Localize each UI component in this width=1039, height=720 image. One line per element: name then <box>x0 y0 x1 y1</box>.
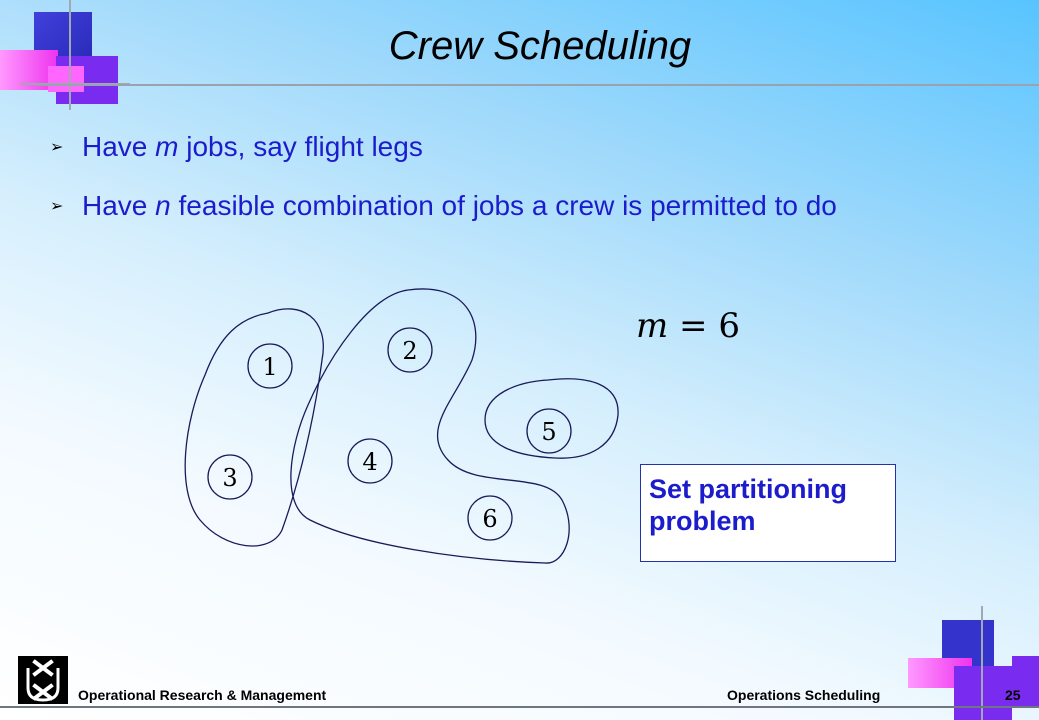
arrowhead-bullet-icon: ➢ <box>50 198 64 215</box>
group-outline-2-4-6 <box>290 288 570 564</box>
job-label-6: 6 <box>482 505 497 533</box>
footer-course: Operations Scheduling <box>727 687 881 703</box>
job-node-5 <box>526 408 572 454</box>
callout-line-2: problem <box>649 506 756 536</box>
bullet-text-part: feasible combination of jobs a crew is p… <box>170 190 837 221</box>
arrowhead-bullet-icon: ➢ <box>50 139 64 156</box>
bullet-text-jobs: Have m jobs, say flight legs <box>82 131 423 163</box>
bullet-list: ➢ Have m jobs, say flight legs ➢ Have n … <box>50 122 837 240</box>
math-m-equals-6: m = 6 <box>636 306 740 346</box>
job-node-1 <box>247 343 293 389</box>
bullet-text-part: jobs, say flight legs <box>178 131 423 162</box>
variable-n: n <box>155 190 171 221</box>
bullet-item-jobs: ➢ Have m jobs, say flight legs <box>50 122 837 172</box>
bullet-text-combinations: Have n feasible combination of jobs a cr… <box>82 190 837 222</box>
page-number: 25 <box>1005 687 1021 703</box>
job-label-2: 2 <box>402 337 417 365</box>
title-divider <box>36 84 1039 86</box>
footer-divider <box>0 706 1039 708</box>
variable-m: m <box>155 131 179 162</box>
set-partitioning-callout: Set partitioning problem <box>640 464 896 562</box>
group-outline-1-3 <box>184 308 324 547</box>
job-node-6 <box>467 495 513 541</box>
job-node-3 <box>207 454 253 500</box>
bullet-text-part: Have <box>82 190 156 221</box>
bullet-text-part: Have <box>82 131 156 162</box>
callout-line-1: Set partitioning <box>649 474 847 504</box>
uva-logo-icon <box>18 656 68 704</box>
slide-title: Crew Scheduling <box>388 24 692 68</box>
job-label-4: 4 <box>362 448 377 476</box>
job-label-1: 1 <box>262 353 277 381</box>
job-label-3: 3 <box>222 464 237 492</box>
job-node-2 <box>387 327 433 373</box>
job-label-5: 5 <box>541 418 556 446</box>
group-outline-5 <box>484 378 619 459</box>
math-value: = 6 <box>668 306 740 346</box>
bullet-item-combinations: ➢ Have n feasible combination of jobs a … <box>50 181 837 231</box>
decorative-squares-bottom-right <box>908 606 1039 720</box>
footer-department: Operational Research & Management <box>78 687 327 703</box>
math-variable: m <box>636 306 669 346</box>
job-node-4 <box>347 438 393 484</box>
